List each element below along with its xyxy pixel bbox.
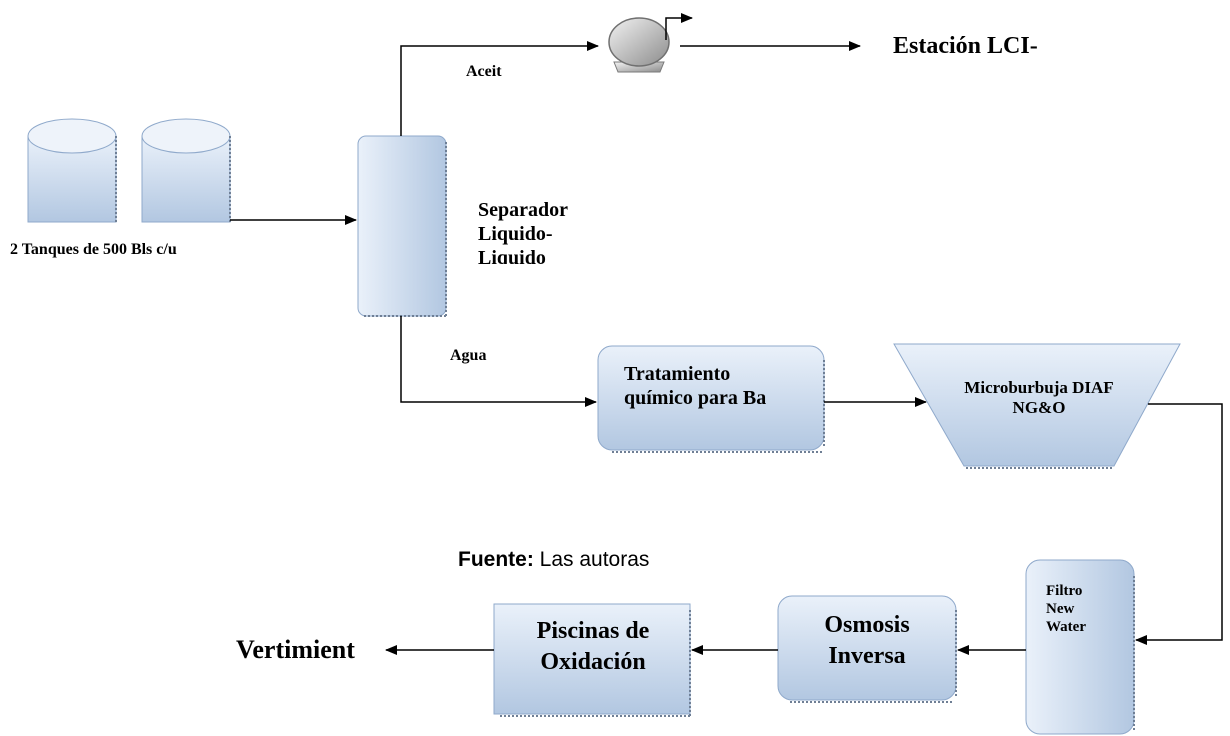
destination-label: Estación LCI-	[893, 33, 1038, 59]
source-caption: Fuente: Las autoras	[458, 548, 649, 572]
pump	[608, 13, 693, 73]
microbubble-unit	[893, 343, 1181, 469]
discharge-label: Vertimient	[236, 635, 355, 664]
water-line-arrow	[400, 316, 597, 407]
osmosis-label: Osmosis Inversa	[824, 612, 910, 670]
chemical-treatment-box	[597, 345, 825, 453]
chemical-treatment-label: Tratamiento químico para Ba	[624, 363, 767, 409]
filter-unit	[1025, 559, 1135, 735]
tank-left	[27, 118, 117, 223]
source-text: Las autoras	[533, 548, 650, 571]
oil-label: Aceit	[466, 63, 502, 80]
separator-label: Separador Liquido-Liquido	[478, 199, 568, 264]
oxidation-label: Piscinas de Oxidación	[536, 618, 650, 676]
separator-vessel	[357, 135, 447, 317]
source-prefix: Fuente:	[458, 548, 534, 571]
water-label: Agua	[450, 347, 487, 364]
oil-line-arrow	[400, 41, 599, 136]
osmosis-box	[777, 595, 957, 703]
microbubble-label: Microburbuja DIAF NG&O	[964, 378, 1114, 418]
tanks-label: 2 Tanques de 500 Bls c/u	[10, 241, 177, 258]
filter-label: Filtro New Water	[1046, 583, 1086, 635]
tank-right	[141, 118, 231, 223]
oxidation-pools-box	[493, 603, 691, 717]
microbubble-to-filter-arrow	[1135, 403, 1223, 645]
